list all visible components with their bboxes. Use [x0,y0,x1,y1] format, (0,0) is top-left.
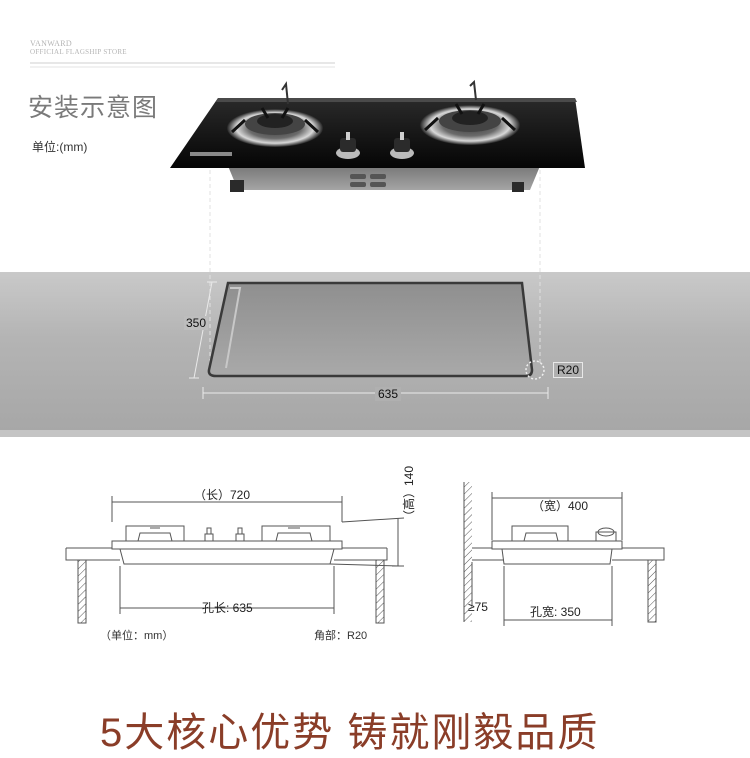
unit-label: 单位:(mm) [32,140,88,154]
front-view-drawing [65,482,665,626]
side-hole-width-label: 孔宽: 350 [530,605,581,619]
cutout-hole [207,281,534,378]
brand-line-1: VANWARD [30,39,72,48]
left-burner [227,81,323,147]
radius-marker [525,360,545,380]
left-knob [336,132,360,159]
cooktop-body [228,166,540,192]
cutout-height-label: 350 [184,316,209,330]
brand-line-2: OFFICIAL FLAGSHIP STORE [30,48,127,56]
side-width-label: （宽）400 [532,499,589,513]
cutout-width-label: 635 [375,387,402,401]
page-title: 安装示意图 [28,94,159,122]
front-unit-label: （单位：mm） [100,630,174,642]
cooktop-illustration [170,79,585,399]
front-length-label: （长）720 [194,488,251,502]
right-burner [420,79,520,145]
right-knob [390,132,414,159]
brand-rule [30,62,335,68]
logo-mark [190,152,232,156]
side-view-drawing [463,482,665,626]
footer-headline: 5大核心优势 铸就刚毅品质 [100,711,600,755]
countertop-edge [0,430,750,437]
front-height-label: （高）140 [402,465,416,522]
front-corner-label: 角部：R20 [314,630,368,642]
front-hole-length-label: 孔长: 635 [202,601,253,615]
cutout-radius-label: R20 [553,362,584,378]
side-min-label: ≥75 [468,600,488,614]
